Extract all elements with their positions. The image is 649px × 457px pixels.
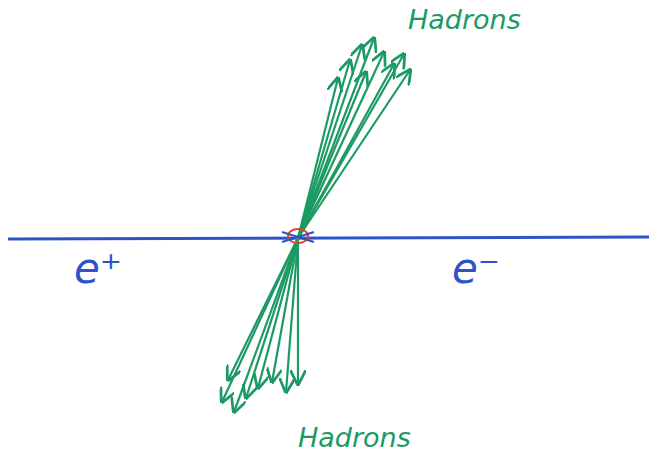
jet-track xyxy=(298,38,374,238)
jet-track xyxy=(298,70,410,238)
jet-track xyxy=(298,54,404,238)
jet-track xyxy=(272,238,298,382)
jet-track xyxy=(228,238,298,380)
jet-label: Hadrons xyxy=(298,424,411,451)
jet-track xyxy=(297,238,299,384)
jet-track xyxy=(246,238,298,398)
jet-track xyxy=(298,72,366,238)
hadron-jet-up xyxy=(298,38,410,238)
beam-label: e⁻ xyxy=(452,248,500,290)
beam-crossing xyxy=(282,232,314,242)
jet-label: Hadrons xyxy=(408,6,521,33)
beam-line xyxy=(8,237,649,239)
jet-track xyxy=(234,238,298,412)
hadron-jet-down xyxy=(222,238,298,412)
beam-label: e⁺ xyxy=(74,248,122,290)
jet-track xyxy=(298,52,384,238)
jet-track xyxy=(222,238,298,402)
